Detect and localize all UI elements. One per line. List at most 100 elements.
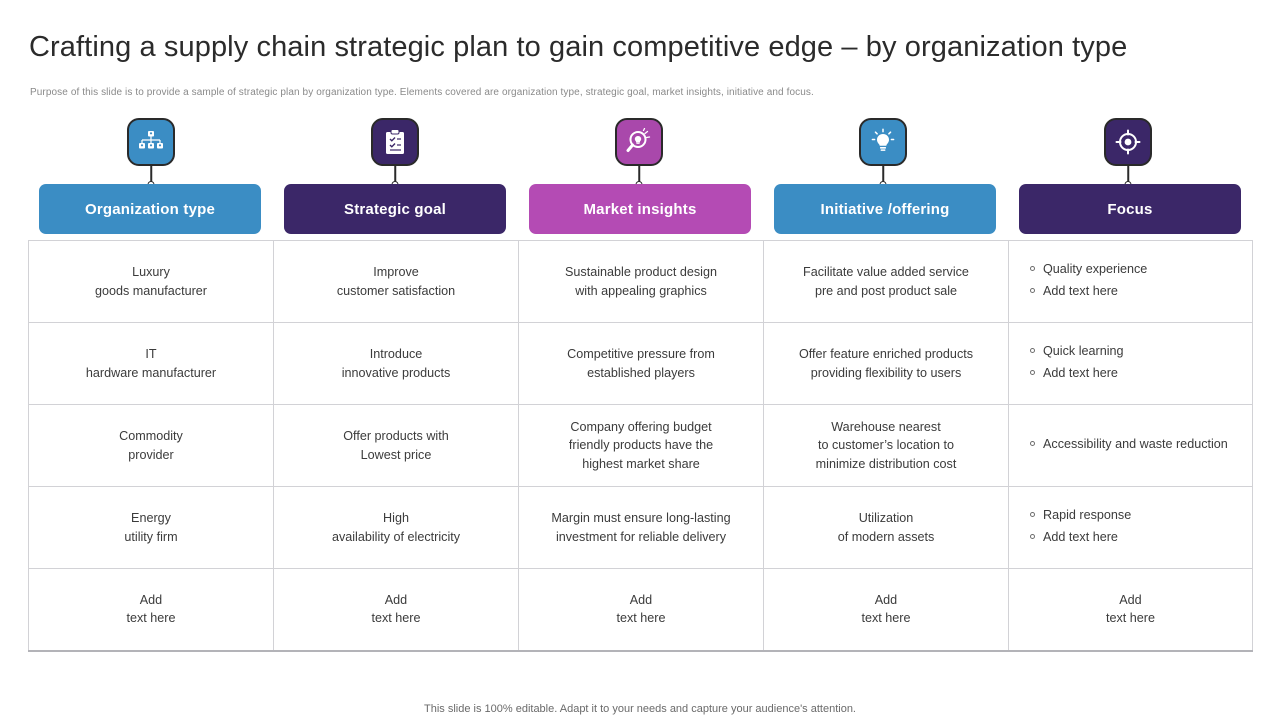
cell-line: Facilitate value added service — [803, 265, 969, 280]
table-row: Add text here Add text here Add text here A… — [28, 568, 1253, 652]
connector-line — [150, 166, 152, 183]
cell-line: Offer products with — [343, 429, 449, 444]
cell-line: Improve — [373, 265, 419, 280]
focus-bullet-list: Quick learning Add text here — [1025, 342, 1242, 382]
target-icon — [1104, 118, 1152, 166]
column-header-label: Focus — [1107, 200, 1153, 218]
cell-line: Lowest price — [360, 447, 432, 462]
column-header-focus[interactable]: Focus — [1019, 184, 1241, 234]
focus-bullet-list: Accessibility and waste reduction — [1025, 435, 1242, 453]
cell-line: innovative products — [341, 365, 451, 380]
cell-line: to customer’s location to — [817, 438, 955, 453]
cell-focus: Quality experience Add text here — [1008, 240, 1253, 323]
page-title: Crafting a supply chain strategic plan t… — [29, 31, 1128, 63]
cell-line: highest market share — [582, 456, 700, 471]
cell-line: hardware manufacturer — [85, 365, 217, 380]
cell-line: Add — [139, 593, 163, 607]
cell-line: provider — [128, 447, 174, 462]
connector-line — [394, 166, 396, 183]
insight-magnifier-icon — [615, 118, 663, 166]
cell-line: providing flexibility to users — [810, 365, 962, 380]
list-item: Accessibility and waste reduction — [1030, 435, 1242, 453]
connector-line — [638, 166, 640, 183]
column-header-strategic-goal[interactable]: Strategic goal — [284, 184, 506, 234]
cell-line: text here — [616, 611, 666, 626]
cell-line: Utilization — [858, 511, 914, 526]
icon-wrap-focus — [1098, 118, 1158, 188]
lightbulb-idea-icon — [859, 118, 907, 166]
cell-initiative: Add text here — [763, 568, 1009, 652]
icon-wrap-market-insights — [609, 118, 669, 188]
cell-organization-type: Add text here — [28, 568, 274, 652]
cell-organization-type: IT hardware manufacturer — [28, 322, 274, 405]
focus-bullet-list: Quality experience Add text here — [1025, 260, 1242, 300]
icon-wrap-strategic-goal — [365, 118, 425, 188]
cell-organization-type: Commodity provider — [28, 404, 274, 487]
cell-line: Margin must ensure long-lasting — [551, 511, 731, 526]
cell-line: Add — [629, 593, 653, 607]
list-item: Quick learning — [1030, 342, 1242, 360]
cell-market-insights: Add text here — [518, 568, 764, 652]
connector-line — [1127, 166, 1129, 183]
cell-line: minimize distribution cost — [815, 456, 957, 471]
cell-line: Introduce — [369, 347, 423, 362]
cell-line: Luxury — [132, 265, 170, 280]
table-row: IT hardware manufacturer Introduce innovat… — [28, 322, 1253, 405]
cell-market-insights: Competitive pressure from established pla… — [518, 322, 764, 405]
footer-note: This slide is 100% editable. Adapt it to… — [424, 703, 856, 715]
list-item: Add text here — [1030, 528, 1242, 546]
page-subtitle: Purpose of this slide is to provide a sa… — [30, 87, 814, 98]
cell-focus: Quick learning Add text here — [1008, 322, 1253, 405]
cell-line: text here — [126, 611, 176, 626]
cell-line: with appealing graphics — [575, 283, 707, 298]
column-header-label: Market insights — [583, 200, 697, 218]
icon-wrap-initiative — [853, 118, 913, 188]
cell-line: friendly products have the — [568, 438, 714, 453]
cell-line: Offer feature enriched products — [798, 347, 974, 362]
column-header-label: Strategic goal — [344, 200, 446, 218]
column-header-organization-type[interactable]: Organization type — [39, 184, 261, 234]
cell-line: text here — [861, 611, 911, 626]
cell-focus: Rapid response Add text here — [1008, 486, 1253, 569]
column-header-initiative[interactable]: Initiative /offering — [774, 184, 996, 234]
cell-line: utility firm — [124, 529, 178, 544]
cell-line: goods manufacturer — [94, 283, 207, 298]
clipboard-icon — [371, 118, 419, 166]
cell-line: Add — [384, 593, 408, 607]
cell-strategic-goal: Introduce innovative products — [273, 322, 519, 405]
org-chart-icon — [127, 118, 175, 166]
icon-badge-row — [28, 118, 1252, 188]
list-item: Add text here — [1030, 282, 1242, 300]
cell-focus: Accessibility and waste reduction — [1008, 404, 1253, 487]
cell-line: investment for reliable delivery — [555, 529, 727, 544]
column-header-market-insights[interactable]: Market insights — [529, 184, 751, 234]
cell-line: IT — [145, 347, 157, 362]
column-header-label: Organization type — [84, 200, 216, 218]
list-item: Quality experience — [1030, 260, 1242, 278]
cell-initiative: Offer feature enriched products providing… — [763, 322, 1009, 405]
cell-line: text here — [371, 611, 421, 626]
cell-initiative: Utilization of modern assets — [763, 486, 1009, 569]
cell-line: Competitive pressure from — [567, 347, 715, 362]
column-header-label: Initiative /offering — [820, 200, 950, 218]
cell-line: High — [383, 511, 409, 526]
list-item: Add text here — [1030, 364, 1242, 382]
cell-strategic-goal: Add text here — [273, 568, 519, 652]
cell-line: Sustainable product design — [565, 265, 717, 280]
cell-line: established players — [587, 365, 695, 380]
cell-line: of modern assets — [837, 529, 935, 544]
cell-line: Add — [874, 593, 898, 607]
cell-line: Commodity — [119, 429, 183, 444]
cell-market-insights: Sustainable product design with appealing… — [518, 240, 764, 323]
